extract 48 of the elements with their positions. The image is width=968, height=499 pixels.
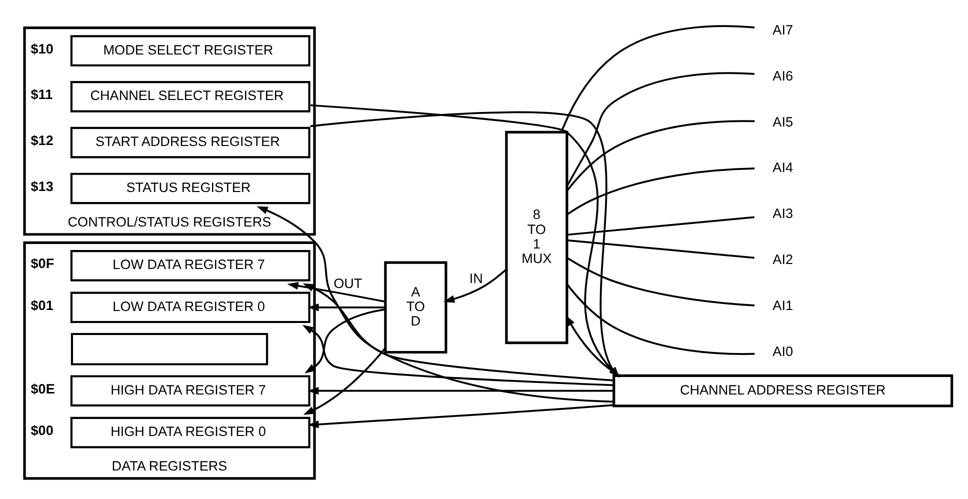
node-box: LOW DATA REGISTER 7	[70, 250, 310, 282]
connector	[566, 168, 755, 216]
node-box: LOW DATA REGISTER 0	[70, 292, 310, 324]
node-label: $10	[30, 41, 54, 56]
node-box: STATUS REGISTER	[70, 172, 310, 204]
node-box: CHANNEL ADDRESS REGISTER	[612, 374, 954, 408]
node-text: AI2	[772, 252, 794, 267]
edge-label: OUT	[334, 276, 362, 291]
node-box: A TO D	[384, 261, 448, 354]
node-text: AI7	[772, 22, 794, 38]
connector	[566, 284, 755, 355]
edge-label: IN	[469, 270, 483, 286]
node-text: AI6	[772, 68, 794, 84]
connector	[566, 239, 754, 259]
arrow	[302, 283, 614, 382]
node-box: HIGH DATA REGISTER 0	[70, 416, 310, 448]
node-label: $0F	[30, 256, 54, 272]
node-box: START ADDRESS REGISTER	[70, 126, 310, 158]
connector	[566, 216, 754, 236]
arrow	[287, 282, 386, 303]
node-label: $11	[30, 87, 53, 102]
node-text: AI0	[772, 344, 794, 359]
node-box: 8 TO 1 MUX	[505, 130, 568, 344]
arrow	[308, 304, 386, 312]
node-label: $13	[30, 178, 54, 194]
arrow	[303, 347, 386, 415]
arrow	[308, 404, 614, 428]
node-text: AI4	[772, 160, 794, 176]
connector	[560, 25, 755, 132]
node-box: CHANNEL SELECT REGISTER	[70, 81, 310, 112]
node-box: HIGH DATA REGISTER 7	[70, 375, 310, 406]
arrow	[443, 268, 507, 303]
node-label: $01	[30, 298, 54, 313]
node-label: $0E	[30, 381, 55, 396]
arrow	[256, 206, 614, 403]
node-box	[70, 332, 268, 366]
node-text: AI3	[772, 206, 794, 222]
arrow	[304, 308, 386, 374]
arrow	[308, 386, 614, 395]
node-text: AI1	[772, 298, 794, 313]
node-text: AI5	[772, 114, 794, 130]
connector	[566, 257, 755, 306]
connector	[566, 72, 754, 186]
connector	[566, 120, 755, 192]
node-box: MODE SELECT REGISTER	[70, 35, 310, 66]
arrow	[302, 324, 614, 386]
node-label: $12	[30, 133, 54, 148]
node-label: $00	[30, 423, 54, 438]
